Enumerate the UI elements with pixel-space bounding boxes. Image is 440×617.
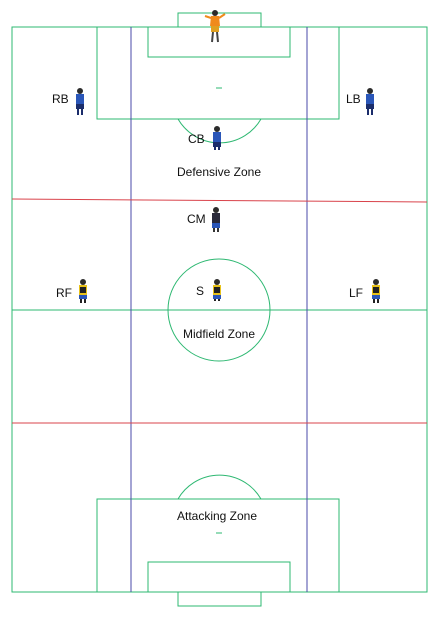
bottom-goal-area: [147, 561, 291, 593]
player-lb-figure: [366, 88, 374, 115]
defensive-zone-label: Defensive Zone: [176, 165, 262, 179]
bottom-goal: [177, 591, 262, 607]
bottom-penalty-arc: [177, 474, 262, 500]
defensive-zone-divider: [11, 198, 428, 203]
player-lf-figure: [372, 279, 380, 303]
player-rb-figure: [76, 88, 84, 115]
player-cb-figure: [213, 126, 221, 150]
center-circle: [167, 258, 271, 362]
label-lb: LB: [346, 92, 361, 106]
label-cb: CB: [188, 132, 205, 146]
player-cm-figure: [212, 207, 220, 232]
label-cm: CM: [187, 212, 206, 226]
label-lf: LF: [349, 286, 364, 300]
label-rf: RF: [56, 286, 72, 300]
label-rb: RB: [52, 92, 69, 106]
player-s-figure: [213, 279, 221, 301]
midfield-zone-label: Midfield Zone: [182, 327, 256, 341]
label-s: S: [196, 284, 205, 298]
goalkeeper-figure: [204, 10, 226, 43]
attacking-zone-label: Attacking Zone: [176, 509, 258, 523]
player-rf-figure: [79, 279, 87, 303]
